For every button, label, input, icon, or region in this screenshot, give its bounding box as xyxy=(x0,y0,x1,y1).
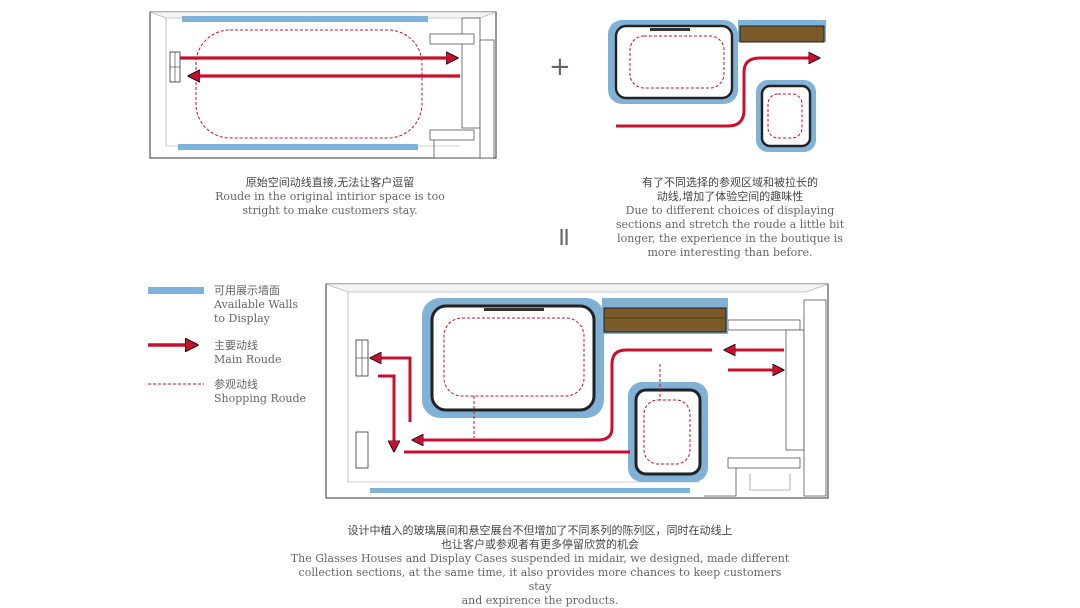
caption-original-en-1: Roude in the original intirior space is … xyxy=(215,190,445,203)
legend xyxy=(148,287,204,385)
module-diagram xyxy=(608,20,826,152)
original-floorplan xyxy=(149,11,497,159)
caption-original: 原始空间动线直接,无法让客户逗留 Roude in the original i… xyxy=(210,176,450,218)
available-wall-bottom xyxy=(178,144,418,150)
caption-modules-zh-2: 动线,增加了体验空间的趣味性 xyxy=(656,190,804,203)
final-available-wall-bottom xyxy=(370,488,690,493)
shopping-route-loop xyxy=(195,29,423,139)
final-main-route-4 xyxy=(378,374,394,450)
final-floorplan xyxy=(325,283,829,499)
legend-main-route-en: Main Roude xyxy=(214,353,282,366)
caption-final: 设计中植入的玻璃展间和悬空展台不但增加了不同系列的陈列区，同时在动线上 也让客户… xyxy=(290,524,790,608)
legend-main-route-label: 主要动线 Main Roude xyxy=(214,339,281,367)
caption-final-zh-2: 也让客户或参观者有更多停留欣赏的机会 xyxy=(441,538,639,551)
legend-walls-label: 可用展示墙面 Available Walls to Display xyxy=(214,284,298,326)
legend-walls-en-1: Available Walls xyxy=(214,298,299,311)
legend-shopping-route-en: Shopping Roude xyxy=(214,392,307,405)
caption-final-en-3: and expirence the products. xyxy=(461,594,619,607)
caption-modules-en-1: Due to different choices of displaying xyxy=(625,204,835,217)
caption-modules-en-2: sections and stretch the roude a little … xyxy=(615,218,845,231)
caption-modules-zh-1: 有了不同选择的参观区域和被拉长的 xyxy=(642,176,818,189)
caption-modules-en-3: longer, the experience in the boutique i… xyxy=(617,232,843,245)
caption-original-zh: 原始空间动线直接,无法让客户逗留 xyxy=(245,176,415,189)
available-wall-top xyxy=(182,16,428,22)
legend-main-route-zh: 主要动线 xyxy=(214,339,258,352)
caption-original-en-2: stright to make customers stay. xyxy=(242,204,418,217)
caption-modules: 有了不同选择的参观区域和被拉长的 动线,增加了体验空间的趣味性 Due to d… xyxy=(610,176,850,260)
plus-symbol: + xyxy=(549,52,571,82)
final-main-route-3 xyxy=(372,358,412,422)
final-main-route-1 xyxy=(414,348,712,440)
caption-final-en-1: The Glasses Houses and Display Cases sus… xyxy=(290,552,790,565)
legend-walls-en-2: to Display xyxy=(214,312,270,325)
legend-shopping-route-label: 参观动线 Shopping Roude xyxy=(214,378,306,406)
equals-symbol: = xyxy=(548,226,579,248)
legend-walls-zh: 可用展示墙面 xyxy=(214,284,280,297)
module-main-route xyxy=(616,58,818,128)
caption-final-zh-1: 设计中植入的玻璃展间和悬空展台不但增加了不同系列的陈列区，同时在动线上 xyxy=(347,524,733,537)
caption-modules-en-4: more interesting than before. xyxy=(647,246,813,259)
legend-swatch-walls xyxy=(148,287,204,294)
caption-final-en-2: collection sections, at the same time, i… xyxy=(298,566,782,593)
legend-shopping-route-zh: 参观动线 xyxy=(214,378,258,391)
